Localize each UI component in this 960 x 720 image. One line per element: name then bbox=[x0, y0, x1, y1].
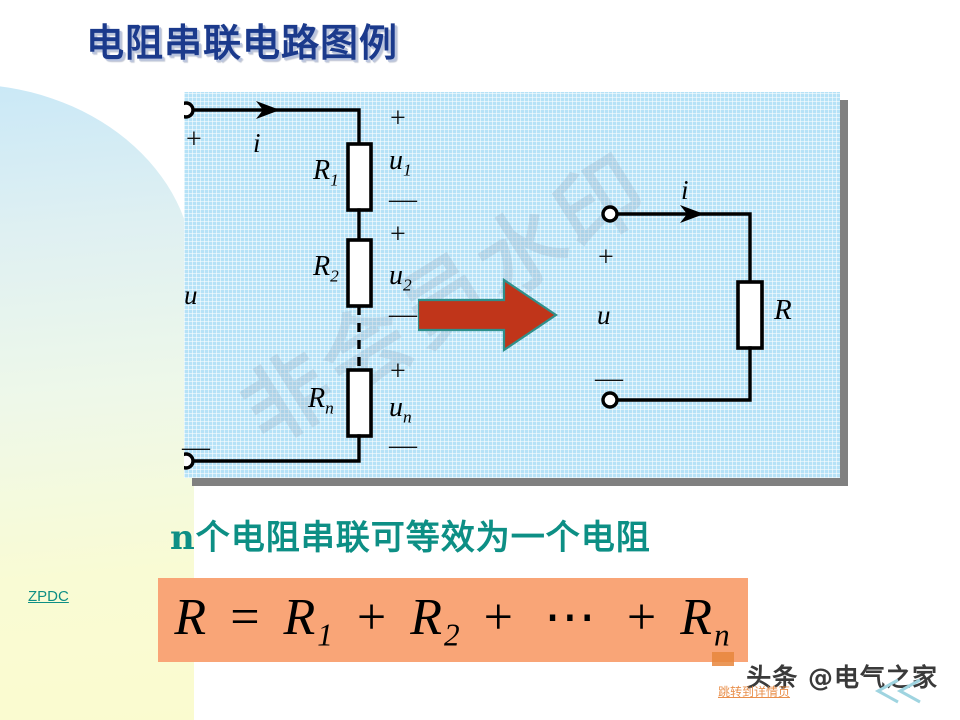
equiv-bottom-terminal bbox=[601, 391, 619, 409]
equiv-source-plus: + bbox=[598, 242, 614, 273]
resistor-r-label: R bbox=[774, 294, 792, 326]
voltage-u2-base: u bbox=[389, 260, 403, 291]
resistor-rn-label: Rn bbox=[308, 385, 334, 417]
resistor-r1-symbol bbox=[346, 142, 373, 212]
formula-plus-2: + bbox=[483, 588, 515, 646]
circuit-panel bbox=[184, 92, 840, 478]
equiv-source-minus: — bbox=[595, 363, 623, 394]
branding-tab-marker bbox=[712, 652, 734, 666]
formula-lhs: R bbox=[174, 588, 209, 646]
resistor-r1-base: R bbox=[313, 155, 331, 186]
formula-plus-3: + bbox=[626, 588, 659, 646]
equiv-source-voltage-label: u bbox=[597, 300, 611, 330]
voltage-un-plus: + bbox=[390, 356, 406, 387]
caption-text: n个电阻串联可等效为一个电阻 bbox=[170, 518, 651, 558]
voltage-un-label: un bbox=[389, 394, 412, 426]
resistor-r-symbol bbox=[736, 280, 764, 350]
voltage-u1-minus: — bbox=[389, 184, 417, 215]
branding-watermark: 头条 @电气之家 跳转到详情页 bbox=[712, 652, 942, 708]
formula-term2-sub: 2 bbox=[443, 617, 462, 653]
double-chevron-left-icon bbox=[874, 678, 921, 704]
resistor-r1-sub: 1 bbox=[330, 170, 339, 190]
voltage-un-base: u bbox=[389, 392, 403, 423]
zpdc-link[interactable]: ZPDC bbox=[28, 588, 69, 605]
series-current-label: i bbox=[253, 128, 261, 158]
series-source-voltage-label: u bbox=[184, 280, 198, 310]
formula-equals: = bbox=[230, 588, 262, 646]
resistor-r2-sub: 2 bbox=[330, 266, 339, 286]
voltage-u2-plus: + bbox=[390, 219, 406, 250]
branding-sub-link[interactable]: 跳转到详情页 bbox=[718, 685, 791, 699]
voltage-un-sub: n bbox=[403, 407, 412, 427]
voltage-u2-sub: 2 bbox=[403, 275, 412, 295]
series-bottom-terminal bbox=[184, 452, 195, 470]
equiv-bottom-wire bbox=[614, 346, 752, 402]
formula-termn-base: R bbox=[680, 588, 714, 646]
series-top-wire bbox=[190, 108, 361, 146]
formula-plus-1: + bbox=[356, 588, 389, 646]
voltage-u2-minus: — bbox=[389, 299, 417, 330]
series-top-terminal bbox=[184, 101, 195, 119]
equiv-top-wire bbox=[614, 212, 752, 284]
series-bottom-wire bbox=[190, 434, 361, 463]
voltage-u1-label: u1 bbox=[389, 147, 412, 179]
formula-expression: R = R1 + R2 + ⋯ + Rn bbox=[174, 587, 731, 653]
resistor-rn-symbol bbox=[346, 368, 373, 438]
voltage-un-minus: — bbox=[389, 430, 417, 461]
series-current-arrowhead bbox=[256, 101, 280, 119]
formula-band: R = R1 + R2 + ⋯ + Rn bbox=[158, 578, 748, 662]
voltage-u2-label: u2 bbox=[389, 262, 412, 294]
formula-termn-sub: n bbox=[713, 617, 732, 653]
page-title: 电阻串联电路图例 bbox=[86, 20, 399, 65]
formula-term1-sub: 1 bbox=[317, 617, 335, 653]
resistor-rn-base: R bbox=[308, 383, 326, 414]
resistor-r2-label: R2 bbox=[313, 253, 339, 285]
equivalence-arrow bbox=[418, 278, 558, 352]
resistor-rn-sub: n bbox=[325, 398, 334, 418]
equiv-top-terminal bbox=[601, 205, 619, 223]
equiv-current-label: i bbox=[681, 175, 689, 205]
voltage-u1-plus: + bbox=[390, 103, 406, 134]
series-source-minus: — bbox=[182, 432, 210, 463]
equiv-current-arrowhead bbox=[680, 205, 704, 223]
equivalence-arrow-shape bbox=[418, 278, 558, 352]
formula-term2-base: R bbox=[410, 588, 444, 646]
resistor-r2-symbol bbox=[346, 238, 373, 308]
circuit-diagram bbox=[184, 101, 764, 470]
formula-ellipsis: ⋯ bbox=[543, 588, 598, 646]
voltage-u1-base: u bbox=[389, 145, 403, 176]
resistor-r2-base: R bbox=[313, 251, 331, 282]
formula-term1-base: R bbox=[283, 588, 318, 646]
series-source-plus: + bbox=[186, 124, 202, 155]
voltage-u1-sub: 1 bbox=[403, 160, 412, 180]
resistor-r1-label: R1 bbox=[313, 157, 339, 189]
